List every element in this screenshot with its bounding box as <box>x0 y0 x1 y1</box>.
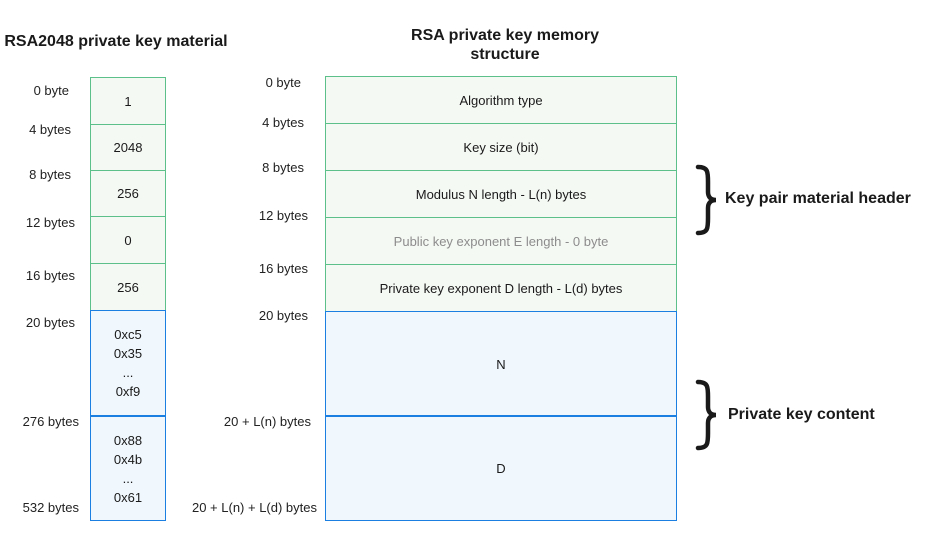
ellipsis: ... <box>122 365 134 380</box>
cell-label: N <box>496 356 506 372</box>
cell-label: Algorithm type <box>459 92 543 108</box>
right-cell-algorithm-type: Algorithm type <box>325 76 677 124</box>
left-offset: 16 bytes <box>25 268 75 283</box>
cell-label: Private key exponent D length - L(d) byt… <box>379 280 623 296</box>
right-brace-icon <box>695 379 717 451</box>
cell-value: 2048 <box>113 140 143 155</box>
cell-label: D <box>496 461 506 476</box>
cell-value: 256 <box>117 279 139 295</box>
cell-value: 256 <box>117 186 139 201</box>
right-cell-key-size: Key size (bit) <box>325 123 677 171</box>
left-cell-n-length: 256 <box>90 170 166 217</box>
content-group-label: Private key content <box>728 406 875 423</box>
cell-label: Modulus N length - L(n) bytes <box>415 186 587 202</box>
right-offset: 20 + L(n) bytes <box>223 414 311 429</box>
right-offset: 8 bytes <box>262 160 304 175</box>
ellipsis: ... <box>122 470 134 486</box>
byte-value: 0x61 <box>113 489 143 505</box>
left-cell-algorithm: 1 <box>90 77 166 125</box>
right-cell-d-length: Private key exponent D length - L(d) byt… <box>325 264 677 312</box>
left-offset: 0 byte <box>33 83 69 98</box>
right-cell-n-length: Modulus N length - L(n) bytes <box>325 170 677 218</box>
right-offset: 12 bytes <box>258 208 308 223</box>
left-offset: 12 bytes <box>25 215 75 230</box>
right-title: RSA private key memory structure <box>380 26 630 64</box>
cell-label: Public key exponent E length - 0 byte <box>393 233 609 249</box>
left-cell-key-size: 2048 <box>90 124 166 171</box>
left-cell-e-length: 0 <box>90 216 166 264</box>
right-offset: 20 + L(n) + L(d) bytes <box>191 500 317 515</box>
right-cell-d: D <box>325 415 677 521</box>
right-brace-icon <box>695 164 717 236</box>
byte-value: 0xf9 <box>115 384 141 399</box>
right-cell-e-length: Public key exponent E length - 0 byte <box>325 217 677 265</box>
byte-value: 0xc5 <box>114 327 142 342</box>
left-title: RSA2048 private key material <box>4 33 228 50</box>
right-offset: 16 bytes <box>258 261 308 276</box>
left-offset: 532 bytes <box>22 500 79 515</box>
left-offset: 4 bytes <box>29 122 71 137</box>
right-offset: 0 byte <box>265 75 301 90</box>
header-group-label: Key pair material header <box>725 190 911 207</box>
byte-value: 0x35 <box>113 346 143 361</box>
cell-value: 1 <box>124 93 132 109</box>
cell-label: Key size (bit) <box>463 139 539 155</box>
left-offset: 8 bytes <box>29 167 71 182</box>
right-offset: 4 bytes <box>262 115 304 130</box>
left-offset: 20 bytes <box>25 315 75 330</box>
right-offset: 20 bytes <box>258 308 308 323</box>
right-title-line1: RSA private key memory <box>411 27 599 44</box>
left-cell-d-bytes: 0x88 0x4b ... 0x61 <box>90 415 166 521</box>
left-offset: 276 bytes <box>22 414 79 429</box>
byte-value: 0x4b <box>113 451 143 467</box>
right-cell-n: N <box>325 311 677 417</box>
right-title-line2: structure <box>470 46 540 63</box>
cell-value: 0 <box>124 232 132 248</box>
left-cell-d-length: 256 <box>90 263 166 311</box>
byte-value: 0x88 <box>113 432 143 448</box>
left-cell-n-bytes: 0xc5 0x35 ... 0xf9 <box>90 310 166 416</box>
